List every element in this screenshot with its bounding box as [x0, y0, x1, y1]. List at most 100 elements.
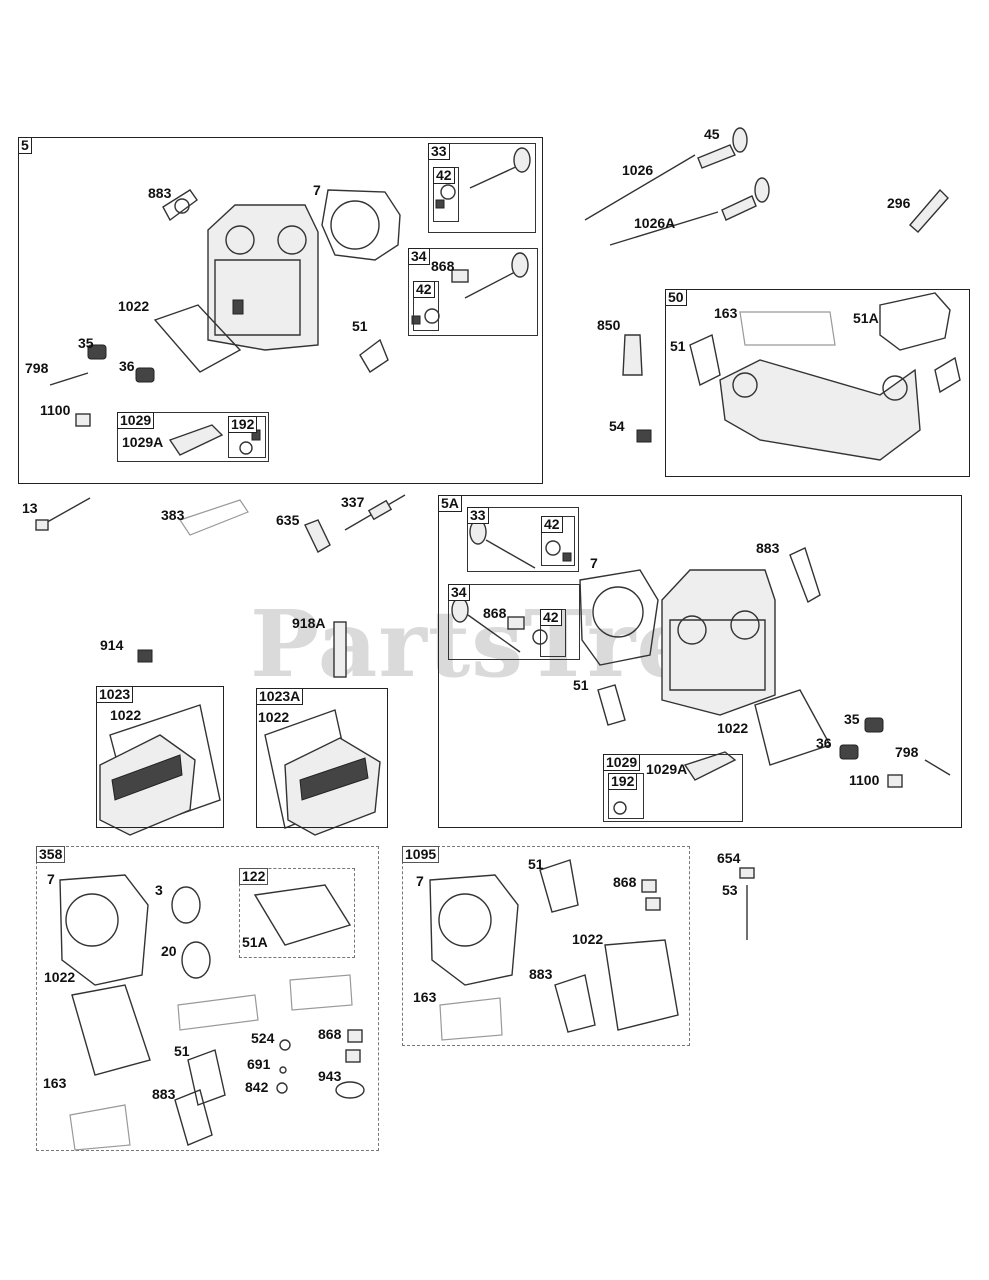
group-358-tag[interactable]: 358 — [36, 846, 66, 863]
group-50-tag[interactable]: 50 — [665, 289, 687, 306]
callout-883-5A[interactable]: 883 — [756, 540, 780, 556]
callout-296[interactable]: 296 — [887, 195, 911, 211]
callout-337[interactable]: 337 — [341, 494, 365, 510]
callout-1022-1023A[interactable]: 1022 — [258, 709, 290, 725]
group-5A-34-42-tag[interactable]: 42 — [540, 609, 562, 626]
group-5A-34-42: 42 — [540, 609, 566, 657]
group-5A-33-42-tag[interactable]: 42 — [541, 516, 563, 533]
group-5-1029-tag[interactable]: 1029 — [117, 412, 155, 429]
group-1023A-tag[interactable]: 1023A — [256, 688, 304, 705]
callout-20-358[interactable]: 20 — [161, 943, 177, 959]
group-5-34-tag[interactable]: 34 — [408, 248, 430, 265]
springs-a — [49, 344, 155, 427]
callout-883[interactable]: 883 — [148, 185, 172, 201]
callout-1029A[interactable]: 1029A — [122, 434, 164, 450]
group-5A-tag[interactable]: 5A — [438, 495, 462, 512]
callout-1100-5A[interactable]: 1100 — [849, 772, 880, 788]
callout-1022[interactable]: 1022 — [118, 298, 150, 314]
group-50: 50 — [665, 289, 970, 477]
stud-53 — [739, 867, 755, 940]
group-1095: 1095 — [402, 846, 690, 1046]
callout-51-1095[interactable]: 51 — [528, 856, 544, 872]
cylinder-head-a — [207, 204, 319, 351]
gasket-set-358 — [59, 874, 365, 1151]
callout-868-358[interactable]: 868 — [318, 1026, 342, 1042]
callout-1022-358[interactable]: 1022 — [44, 969, 76, 985]
group-5-192-tag[interactable]: 192 — [228, 416, 258, 433]
callout-1022-1023[interactable]: 1022 — [110, 707, 142, 723]
group-358-122: 122 — [239, 868, 355, 958]
callout-35-5A[interactable]: 35 — [844, 711, 860, 727]
callout-635[interactable]: 635 — [276, 512, 300, 528]
group-1095-tag[interactable]: 1095 — [402, 846, 440, 863]
exhaust-gasket-51-a — [359, 338, 389, 373]
callout-7-5A[interactable]: 7 — [590, 555, 598, 571]
valve-cover-1023A — [264, 709, 381, 836]
callout-3-358[interactable]: 3 — [155, 882, 163, 898]
callout-798-5A[interactable]: 798 — [895, 744, 919, 760]
callout-842-358[interactable]: 842 — [245, 1079, 269, 1095]
group-5A-1029-tag[interactable]: 1029 — [603, 754, 641, 771]
callout-1100[interactable]: 1100 — [40, 402, 71, 418]
callout-524-358[interactable]: 524 — [251, 1030, 275, 1046]
callout-13[interactable]: 13 — [22, 500, 38, 516]
group-5A-33-tag[interactable]: 33 — [467, 507, 489, 524]
callout-1022-1095[interactable]: 1022 — [572, 931, 604, 947]
callout-163-358[interactable]: 163 — [43, 1075, 67, 1091]
callout-943-358[interactable]: 943 — [318, 1068, 342, 1084]
group-5A-1029: 1029 192 — [603, 754, 743, 822]
callout-7-1095[interactable]: 7 — [416, 873, 424, 889]
group-5-33: 33 42 — [428, 143, 536, 233]
callout-868-5A[interactable]: 868 — [483, 605, 507, 621]
callout-45[interactable]: 45 — [704, 126, 720, 142]
callout-918A[interactable]: 918A — [292, 615, 326, 631]
callout-7-358[interactable]: 7 — [47, 871, 55, 887]
group-5A-34-tag[interactable]: 34 — [448, 584, 470, 601]
group-5-34-42-tag[interactable]: 42 — [413, 281, 435, 298]
group-5A-192-tag[interactable]: 192 — [608, 773, 638, 790]
group-1023-tag[interactable]: 1023 — [96, 686, 134, 703]
callout-868-1095[interactable]: 868 — [613, 874, 637, 890]
callout-383[interactable]: 383 — [161, 507, 185, 523]
group-5-192: 192 — [228, 416, 266, 458]
group-358-122-tag[interactable]: 122 — [239, 868, 269, 885]
callout-51-358[interactable]: 51 — [174, 1043, 190, 1059]
valve-cover-gasket-1022-a — [153, 304, 242, 373]
group-5-tag[interactable]: 5 — [18, 137, 32, 154]
group-5-33-tag[interactable]: 33 — [428, 143, 450, 160]
group-5A-33: 33 42 — [467, 507, 579, 572]
group-5-33-42: 42 — [433, 167, 459, 222]
callout-51A-358[interactable]: 51A — [242, 934, 268, 950]
callout-54[interactable]: 54 — [609, 418, 625, 434]
group-5-33-42-tag[interactable]: 42 — [433, 167, 455, 184]
pushrods-valves-b — [584, 127, 949, 246]
callout-36-5A[interactable]: 36 — [816, 735, 832, 751]
callout-53[interactable]: 53 — [722, 882, 738, 898]
springs-5A — [613, 717, 951, 815]
callout-51-5A[interactable]: 51 — [573, 677, 589, 693]
callout-691-358[interactable]: 691 — [247, 1056, 271, 1072]
callout-868[interactable]: 868 — [431, 258, 455, 274]
callout-1029A-5A[interactable]: 1029A — [646, 761, 688, 777]
callout-883-358[interactable]: 883 — [152, 1086, 176, 1102]
callout-36[interactable]: 36 — [119, 358, 135, 374]
callout-51[interactable]: 51 — [352, 318, 368, 334]
gasket-883-a — [162, 189, 198, 222]
group-5A: 5A 33 42 34 42 1029 192 — [438, 495, 962, 828]
callout-798[interactable]: 798 — [25, 360, 49, 376]
callout-35[interactable]: 35 — [78, 335, 94, 351]
callout-1026A[interactable]: 1026A — [634, 215, 676, 231]
callout-850[interactable]: 850 — [597, 317, 621, 333]
callout-1026[interactable]: 1026 — [622, 162, 654, 178]
callout-654[interactable]: 654 — [717, 850, 741, 866]
callout-883-1095[interactable]: 883 — [529, 966, 553, 982]
callout-163-1095[interactable]: 163 — [413, 989, 437, 1005]
watermark: PartsTre — [250, 590, 696, 698]
callout-7[interactable]: 7 — [313, 182, 321, 198]
callout-1022-5A[interactable]: 1022 — [717, 720, 749, 736]
callout-914[interactable]: 914 — [100, 637, 124, 653]
callout-51[interactable]: 51 — [670, 338, 686, 354]
callout-51A[interactable]: 51A — [853, 310, 879, 326]
callout-163[interactable]: 163 — [714, 305, 738, 321]
sealant-tube-850 — [622, 334, 643, 376]
